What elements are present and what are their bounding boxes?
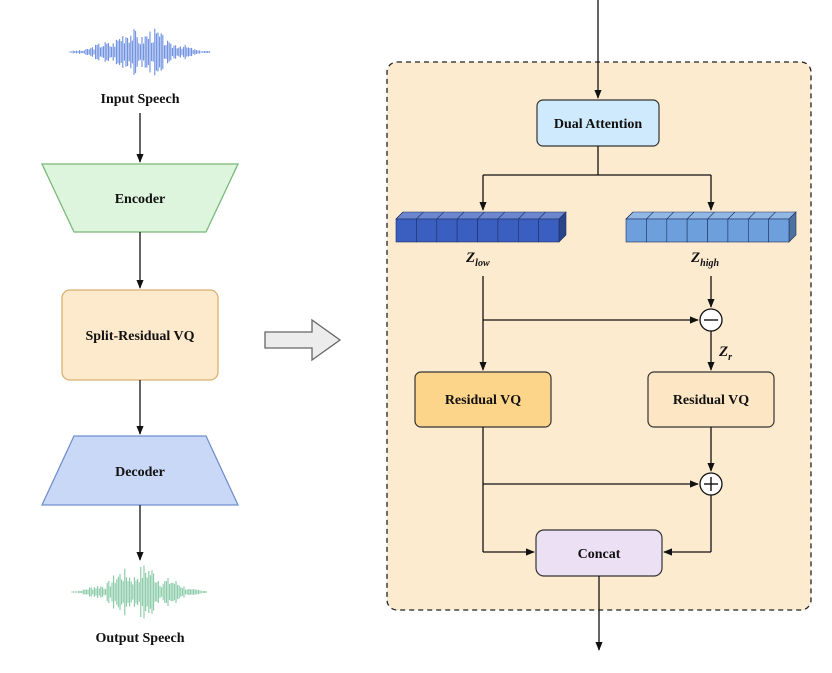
z-high-vector: [625, 211, 797, 243]
decoder-block: [40, 435, 240, 506]
split-residual-vq-label: Split-Residual VQ: [85, 329, 194, 344]
input-waveform-icon: [69, 28, 210, 76]
expand-arrow-icon: [264, 318, 342, 362]
dual-attention-label: Dual Attention: [554, 117, 643, 132]
output-waveform-icon: [71, 565, 207, 619]
z-low-vector: [395, 211, 567, 243]
output-speech-label: Output Speech: [95, 631, 184, 646]
decoder-label: Decoder: [115, 465, 165, 480]
input-speech-label: Input Speech: [101, 92, 180, 107]
z-high-label: Zhigh: [690, 250, 720, 269]
z-r-label: Zr: [718, 344, 732, 363]
residual-vq-right-label: Residual VQ: [673, 393, 749, 408]
z-low-label: Zlow: [465, 250, 490, 269]
residual-vq-left-label: Residual VQ: [445, 393, 521, 408]
encoder-block: [40, 163, 240, 233]
encoder-label: Encoder: [115, 192, 166, 207]
concat-label: Concat: [578, 547, 621, 562]
